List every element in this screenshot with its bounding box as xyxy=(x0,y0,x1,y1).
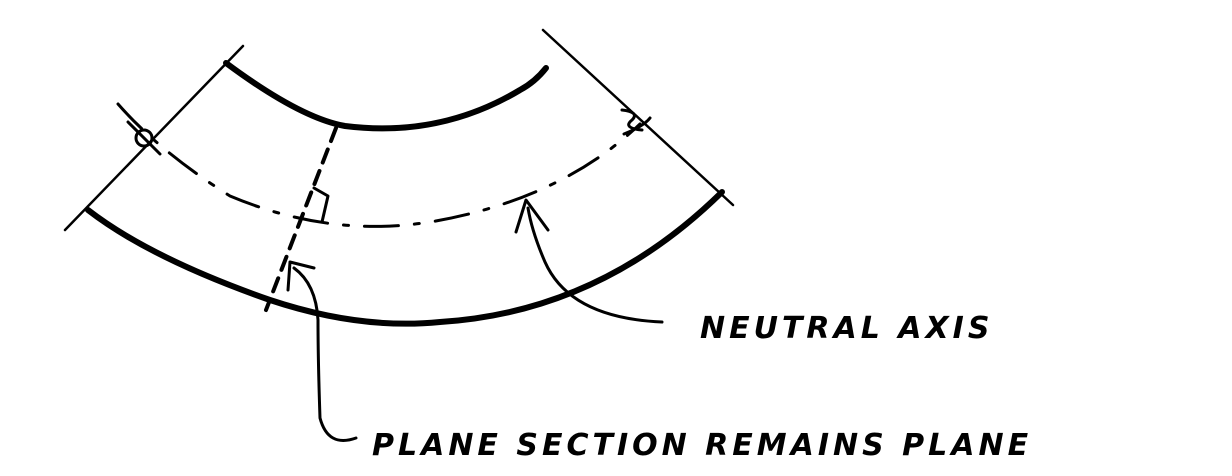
neutral-axis-line xyxy=(116,102,642,228)
beam-inner-edge xyxy=(223,60,549,132)
neutral-axis-leader xyxy=(514,198,664,324)
plane-section-line xyxy=(264,126,338,312)
plane-section-label: PLANE SECTION REMAINS PLANE xyxy=(372,428,1032,463)
beam-right-cut-line xyxy=(541,28,735,207)
plane-section-leader xyxy=(286,260,358,442)
centerline-symbol-left xyxy=(126,120,162,156)
beam-outer-edge xyxy=(85,189,725,327)
right-angle-marker xyxy=(312,186,330,224)
neutral-axis-label: NEUTRAL AXIS xyxy=(700,311,993,346)
centerline-symbol-right xyxy=(620,108,652,136)
